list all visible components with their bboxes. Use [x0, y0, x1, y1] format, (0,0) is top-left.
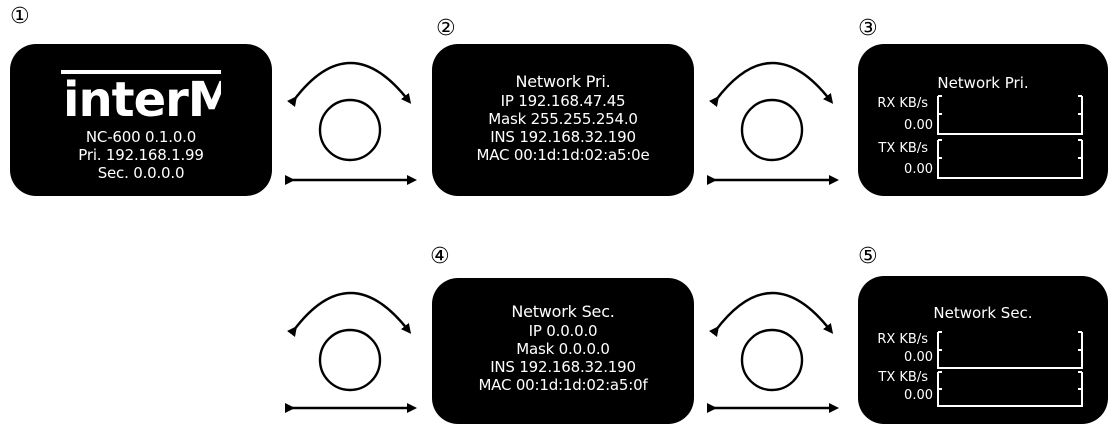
step-number-1: ①: [10, 4, 30, 29]
screen-title: Network Sec.: [933, 304, 1033, 322]
logo-top-bar: [61, 70, 221, 74]
model-version: NC-600 0.1.0.0: [85, 128, 197, 146]
screen-title: Network Pri.: [937, 74, 1029, 92]
traffic-meter-frame: [937, 331, 1083, 407]
secondary-ip: Sec. 0.0.0.0: [97, 164, 185, 182]
screen-network-pri-info: Network Pri. IP 192.168.47.45 Mask 255.2…: [432, 44, 694, 196]
logo-wordmark: interM: [63, 72, 221, 124]
traffic-meter-frame: [937, 95, 1083, 179]
ins-address: INS 192.168.32.190: [490, 128, 636, 146]
step-number-2: ②: [436, 16, 456, 41]
network-pri-info-lines: Network Pri. IP 192.168.47.45 Mask 255.2…: [432, 72, 694, 164]
tx-meter-bracket: [937, 139, 1083, 179]
rx-meter-bracket: [937, 95, 1083, 135]
ip-address: IP 0.0.0.0: [528, 322, 598, 340]
knob-circle: [318, 98, 382, 162]
ins-address: INS 192.168.32.190: [490, 358, 636, 376]
ip-address: IP 192.168.47.45: [500, 92, 626, 110]
tx-value: 0.00: [904, 162, 933, 177]
mac-address: MAC 00:1d:1d:02:a5:0e: [476, 146, 650, 164]
rx-value: 0.00: [904, 118, 933, 133]
mac-address: MAC 00:1d:1d:02:a5:0f: [478, 376, 648, 394]
knob-circle: [318, 328, 382, 392]
rx-label: RX KB/s: [877, 332, 928, 347]
device-info-lines: NC-600 0.1.0.0 Pri. 192.168.1.99 Sec. 0.…: [10, 128, 272, 182]
rx-label: RX KB/s: [877, 96, 928, 111]
interm-logo: interM: [10, 66, 272, 124]
screen-network-sec-traffic: Network Sec. RX KB/s 0.00 TX KB/s 0.00: [858, 276, 1108, 424]
rotary-knob-icon: [707, 292, 839, 413]
screen-title: Network Sec.: [511, 302, 615, 321]
rotate-arrow: [708, 62, 834, 108]
knob-circle: [740, 98, 804, 162]
network-sec-info-lines: Network Sec. IP 0.0.0.0 Mask 0.0.0.0 INS…: [432, 302, 694, 394]
screen-device-info: interM NC-600 0.1.0.0 Pri. 192.168.1.99 …: [10, 44, 272, 196]
rotary-knob-icon: [285, 62, 417, 185]
rx-value: 0.00: [904, 350, 933, 365]
rotate-arrow: [708, 292, 834, 338]
screen-title: Network Pri.: [515, 72, 611, 91]
tx-meter-bracket: [937, 371, 1083, 407]
tx-value: 0.00: [904, 388, 933, 403]
tx-label: TX KB/s: [878, 141, 928, 156]
primary-ip: Pri. 192.168.1.99: [78, 146, 204, 164]
subnet-mask: Mask 0.0.0.0: [516, 340, 610, 358]
rx-meter-bracket: [937, 331, 1083, 369]
step-number-5: ⑤: [858, 244, 878, 269]
rotate-arrow: [286, 292, 412, 338]
step-number-4: ④: [430, 244, 450, 269]
tx-label: TX KB/s: [878, 370, 928, 385]
screen-network-sec-info: Network Sec. IP 0.0.0.0 Mask 0.0.0.0 INS…: [432, 278, 694, 424]
rotary-knob-icon: [707, 62, 839, 185]
screen-network-pri-traffic: Network Pri. RX KB/s 0.00 TX KB/s 0.00: [858, 44, 1108, 196]
rotary-knob-icon: [285, 292, 417, 413]
subnet-mask: Mask 255.255.254.0: [488, 110, 638, 128]
step-number-3: ③: [858, 16, 878, 41]
knob-circle: [740, 328, 804, 392]
rotate-arrow: [286, 62, 412, 108]
